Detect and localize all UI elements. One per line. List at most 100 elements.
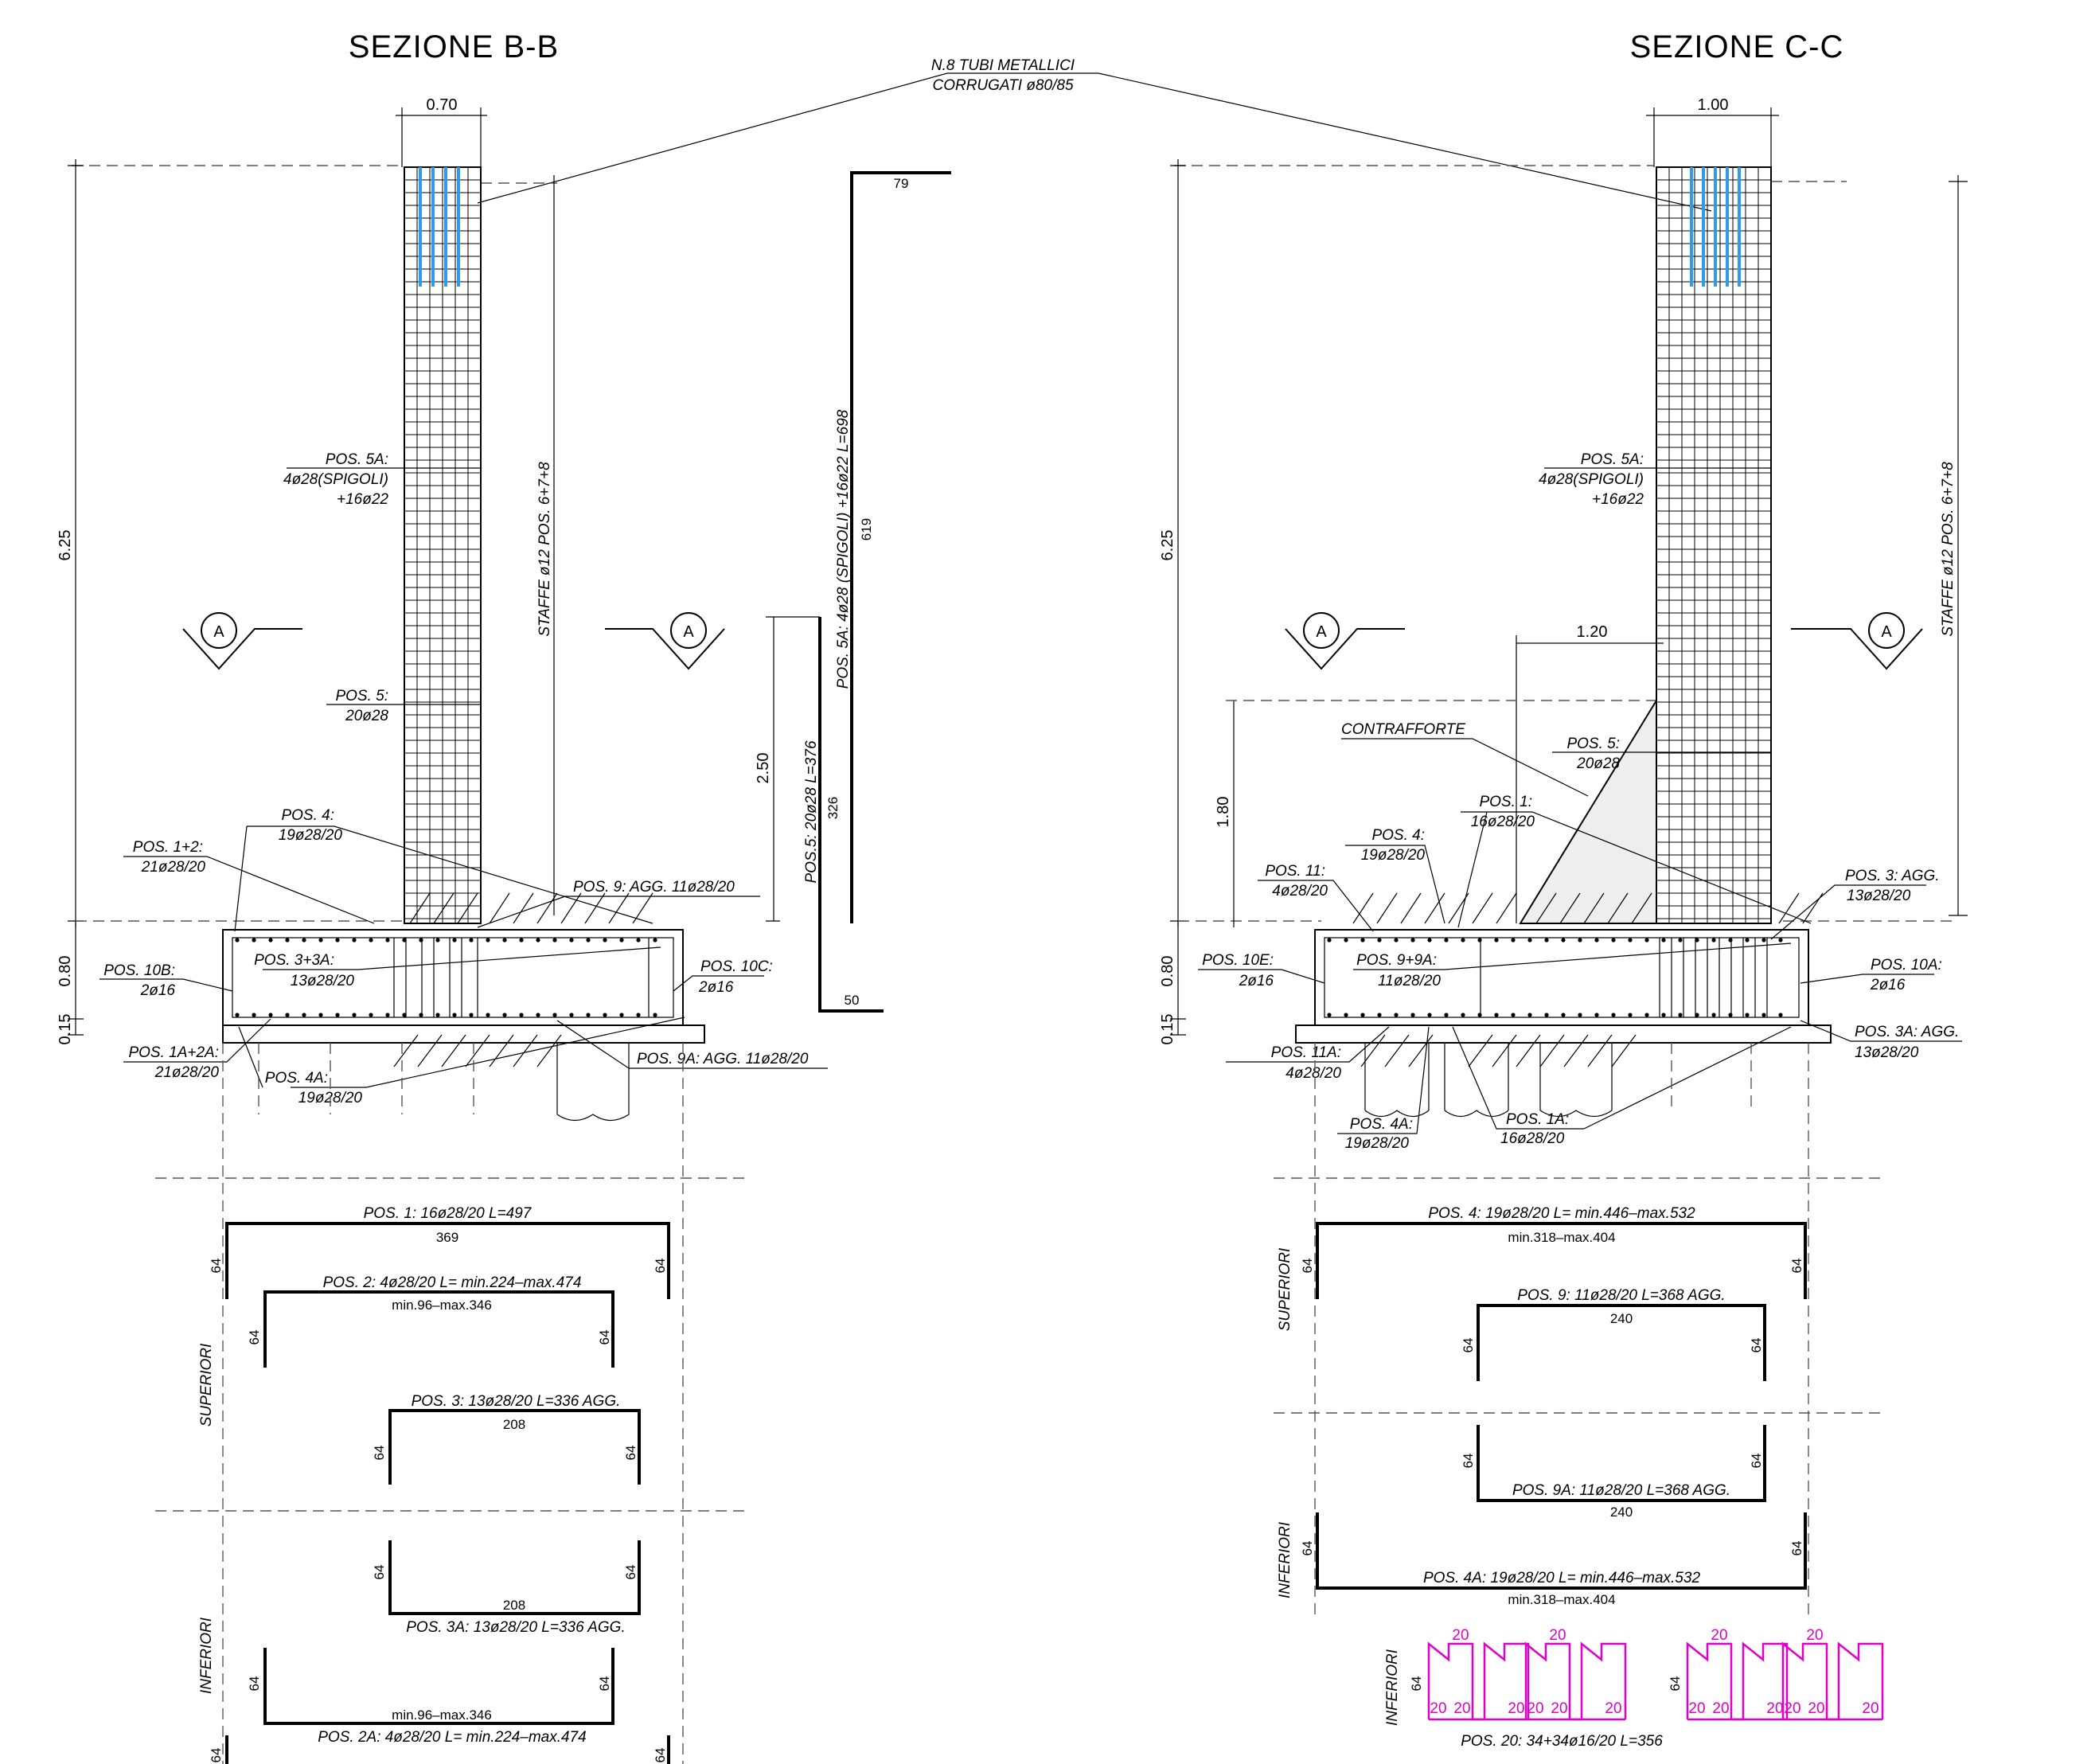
bb-bar5-label: POS.5: 20ø28 L=376 (803, 740, 820, 883)
cc-pos3-2: 13ø28/20 (1847, 888, 1911, 904)
bb-pos12-1: POS. 1+2: (133, 839, 203, 856)
cc-sch-pos4-len: min.318–max.404 (1508, 1230, 1615, 1245)
bb-section-marker-left: A (182, 612, 302, 670)
bb-bar5a-len: 619 (859, 518, 874, 541)
svg-text:64: 64 (1461, 1454, 1476, 1469)
bb-pos4a-1: POS. 4A: (265, 1070, 328, 1087)
svg-text:64: 64 (1749, 1338, 1764, 1353)
cc-staffe: STAFFE ø12 POS. 6+7+8 (1940, 462, 1957, 637)
svg-text:64: 64 (209, 1259, 224, 1274)
bb-pos5-1: POS. 5: (335, 688, 388, 704)
cc-dim-height: 6.25 (1159, 530, 1176, 561)
bb-sch-pos1-len: 369 (436, 1230, 458, 1245)
cc-pos1-1: POS. 1: (1479, 794, 1532, 810)
svg-text:20: 20 (1808, 1700, 1824, 1717)
cc-soil-hatch (1352, 892, 1824, 924)
svg-text:64: 64 (247, 1676, 262, 1692)
cc-sch-pos4a-len: min.318–max.404 (1508, 1592, 1615, 1607)
cc-contrafforte-shape (1519, 697, 1657, 924)
svg-text:64: 64 (1668, 1676, 1683, 1692)
cc-pos10a-1: POS. 10A: (1871, 957, 1942, 974)
svg-text:A: A (683, 623, 694, 641)
cc-sch-pos9a-label: POS. 9A: 11ø28/20 L=368 AGG. (1512, 1482, 1730, 1499)
bb-soil-hatch (409, 892, 653, 924)
cc-pos4-1: POS. 4: (1371, 827, 1425, 844)
cc-pos4a-2: 19ø28/20 (1345, 1135, 1410, 1152)
svg-text:64: 64 (623, 1565, 638, 1580)
cc-piles (1314, 1043, 1809, 1616)
bb-inferiori: INFERIORI (198, 1617, 215, 1694)
bb-pos9: POS. 9: AGG. 11ø28/20 (573, 879, 735, 896)
cc-pos5a-2: 4ø28(SPIGOLI) (1539, 471, 1644, 488)
svg-text:64: 64 (653, 1748, 668, 1763)
cc-pos1a-2: 16ø28/20 (1500, 1130, 1565, 1147)
svg-text:20: 20 (1605, 1700, 1621, 1717)
cc-pos99a-1: POS. 9+9A: (1356, 952, 1437, 969)
cc-superiori: SUPERIORI (1277, 1247, 1293, 1331)
svg-text:64: 64 (1300, 1541, 1315, 1556)
title-section-bb: SEZIONE B-B (349, 29, 559, 64)
tubes-leader (477, 72, 1712, 212)
svg-text:64: 64 (1749, 1454, 1764, 1469)
bb-sch-pos3 (388, 1409, 641, 1485)
cc-section-marker-left: A (1285, 612, 1405, 670)
bb-section-marker-right: A (605, 612, 725, 670)
cc-inferiori: INFERIORI (1277, 1521, 1293, 1598)
bb-sch-pos3-label: POS. 3: 13ø28/20 L=336 AGG. (412, 1393, 621, 1410)
cc-pos1-2: 16ø28/20 (1471, 814, 1535, 830)
bb-bar5-bottom: 50 (845, 993, 860, 1008)
bb-pos12-2: 21ø28/20 (141, 859, 206, 876)
svg-text:20: 20 (1508, 1700, 1524, 1717)
bb-pos4-2: 19ø28/20 (279, 827, 343, 844)
svg-text:A: A (1316, 623, 1327, 641)
bb-pos10b-1: POS. 10B: (103, 962, 175, 979)
svg-text:64: 64 (1789, 1541, 1804, 1556)
svg-text:64: 64 (1461, 1338, 1476, 1353)
svg-text:20: 20 (1430, 1700, 1446, 1717)
cc-dim-015: 0.15 (1159, 1014, 1176, 1045)
bb-dim-height: 6.25 (57, 530, 74, 561)
svg-text:64: 64 (1409, 1676, 1424, 1692)
cc-sch-pos9 (1477, 1304, 1766, 1381)
bb-pos5a-1: POS. 5A: (326, 451, 388, 468)
bb-dim-width: 0.70 (427, 96, 458, 114)
svg-text:20: 20 (1527, 1700, 1543, 1717)
bb-pos1a2a-1: POS. 1A+2A: (128, 1044, 219, 1061)
cc-pos20-inferiori: INFERIORI (1384, 1649, 1401, 1726)
bb-sch-pos3a (388, 1540, 641, 1615)
cc-pos5-2: 20ø28 (1576, 755, 1620, 772)
cc-pos10e-1: POS. 10E: (1202, 952, 1274, 969)
bb-pos10c-1: POS. 10C: (700, 958, 773, 975)
cc-pos5-1: POS. 5: (1566, 736, 1620, 752)
svg-text:64: 64 (597, 1330, 612, 1345)
svg-text:20: 20 (1712, 1700, 1729, 1717)
cc-sch-pos9-len: 240 (1610, 1311, 1633, 1326)
bb-blinding (222, 1024, 705, 1044)
bb-dim-250: 2.50 (755, 753, 772, 784)
tubes-label-line1: N.8 TUBI METALLICI (931, 57, 1075, 74)
cc-pos5a-3: +16ø22 (1592, 491, 1644, 508)
cc-pos4-2: 19ø28/20 (1361, 847, 1426, 864)
bb-bar5a-top: 79 (894, 176, 909, 191)
cc-pos3a-1: POS. 3A: AGG. (1855, 1024, 1959, 1040)
cc-pos99a-2: 11ø28/20 (1378, 973, 1441, 989)
cc-pos10a-2: 2ø16 (1870, 977, 1906, 993)
cc-pos3a-2: 13ø28/20 (1855, 1044, 1919, 1061)
cc-pos3-1: POS. 3: AGG. (1845, 868, 1940, 884)
section-cc: 1.00 6.25 0.80 0.15 ST (1159, 96, 1968, 1750)
bb-sch-pos3a-len: 208 (503, 1598, 525, 1613)
svg-text:20: 20 (1784, 1700, 1800, 1717)
tubes-label-line2: CORRUGATI ø80/85 (932, 77, 1073, 94)
cc-sch-pos9a-len: 240 (1610, 1504, 1633, 1520)
svg-text:64: 64 (1300, 1259, 1315, 1274)
bb-tubes (419, 167, 460, 287)
cc-blinding (1295, 1024, 1832, 1044)
cc-pos11-1: POS. 11: (1265, 863, 1325, 880)
cc-section-marker-right: A (1791, 612, 1923, 670)
svg-text:20: 20 (1549, 1627, 1566, 1644)
bb-sch-pos2 (263, 1290, 614, 1368)
cc-dim-180: 1.80 (1215, 797, 1232, 828)
cc-pos1a-1: POS. 1A: (1506, 1111, 1569, 1128)
cc-sch-pos9a (1477, 1425, 1766, 1502)
